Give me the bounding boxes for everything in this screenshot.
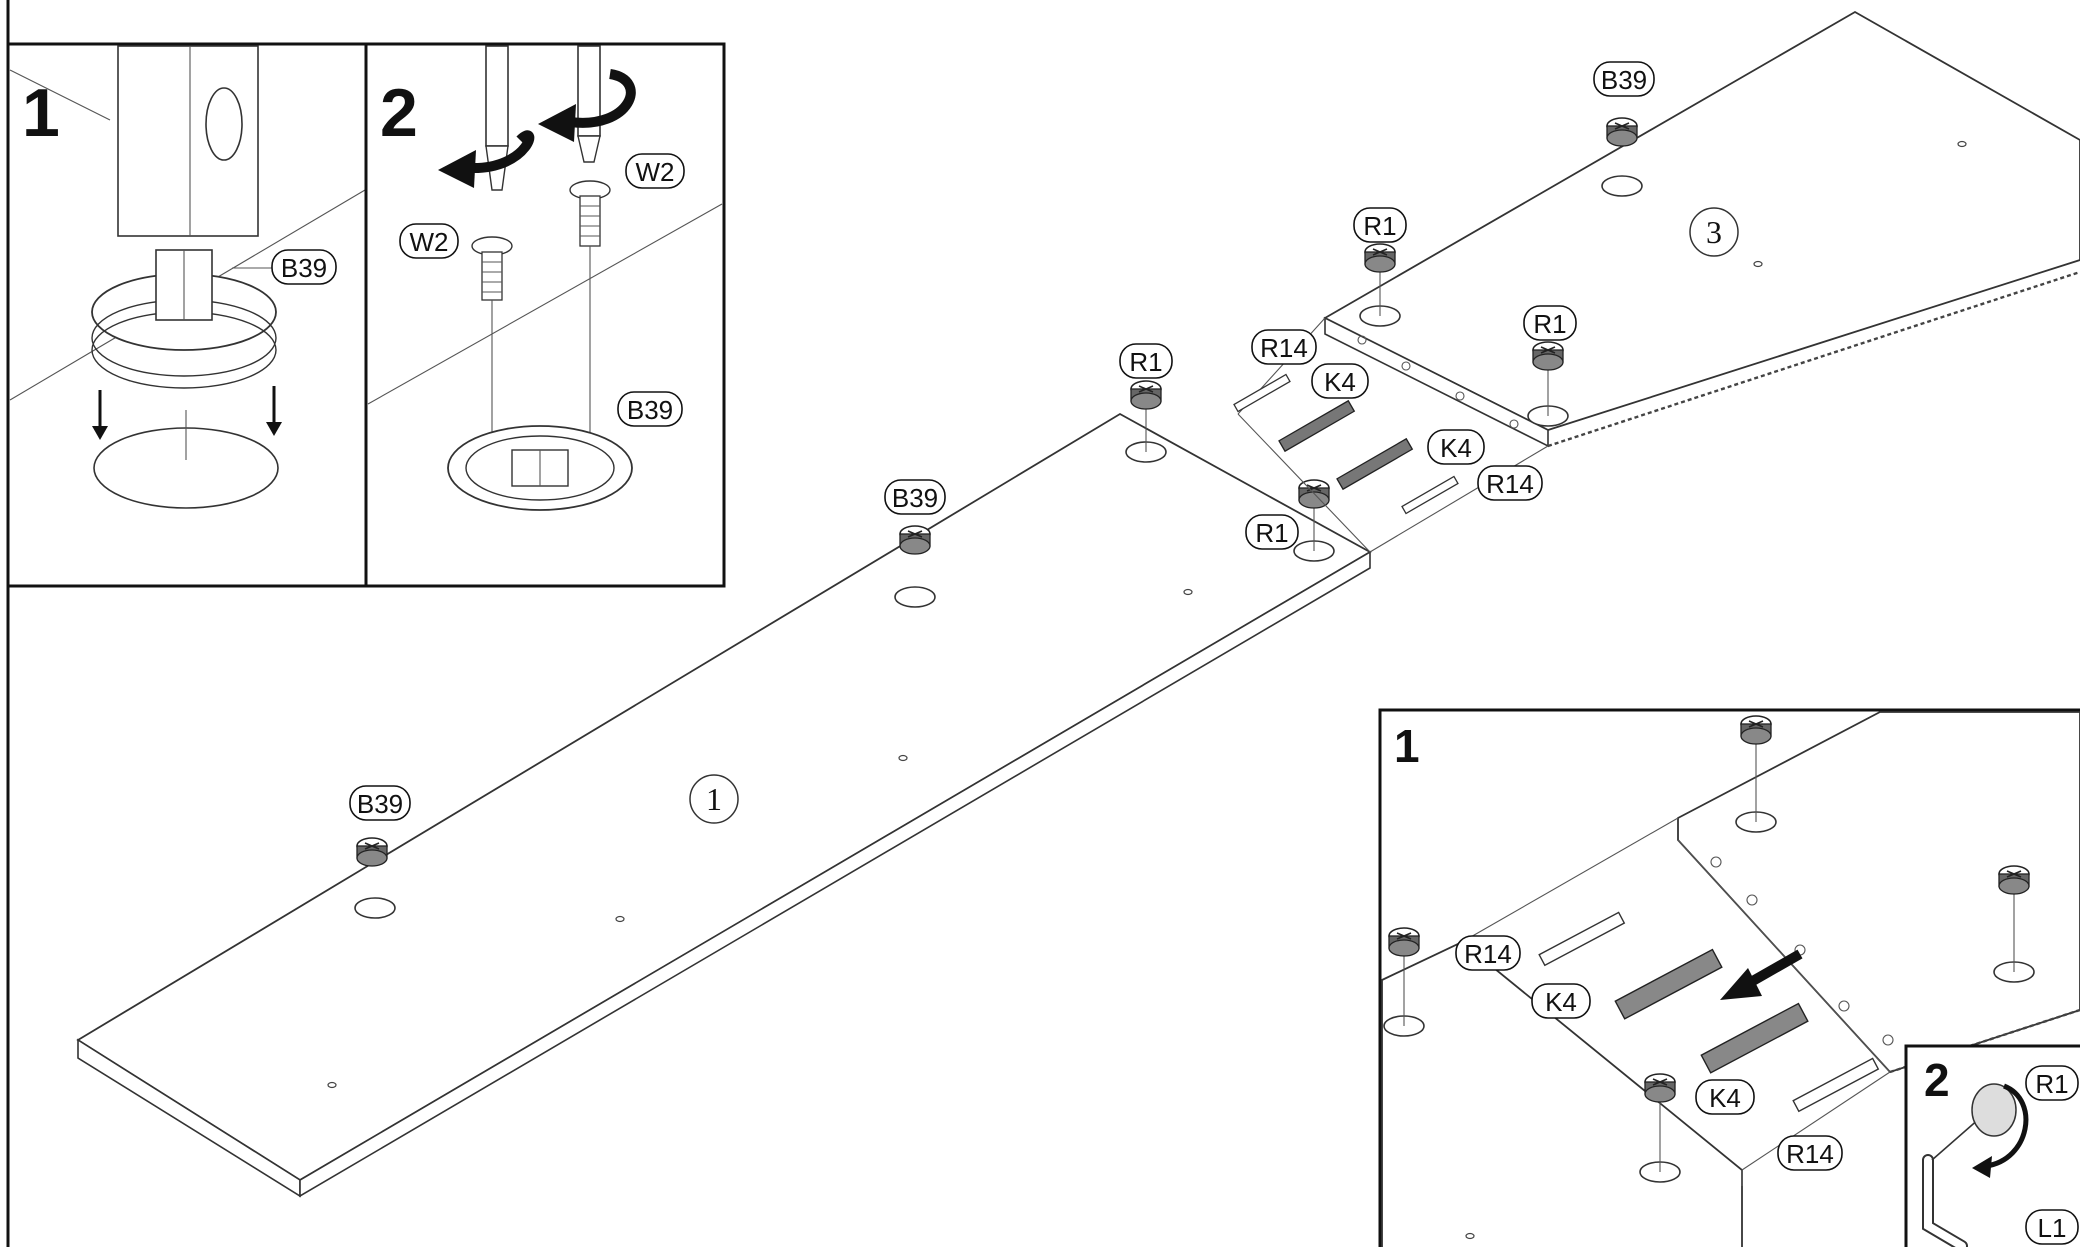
panel-number-1: 1 [706,781,722,817]
label-r1-center: R1 [1129,347,1162,377]
inset-detail-step-2: 2 R1 L1 [1904,1044,2080,1247]
label-r14-bottom: R14 [1786,1139,1834,1169]
label-r14-right: R14 [1486,469,1534,499]
label-b39-mid: B39 [892,483,938,513]
step-number: 2 [1924,1054,1950,1106]
label-w2-left: W2 [410,227,449,257]
inset-step-1: 1 B39 [6,42,368,588]
main-panel-3: 3 [1323,10,2080,448]
panel-number-3: 3 [1706,214,1722,250]
cam-lock-b39-left [356,837,388,867]
step-number: 2 [380,75,418,151]
main-connectors [1130,243,1564,553]
cam-lock-b39-mid [899,525,931,555]
label-r14-top: R14 [1464,939,1512,969]
label-k4-top: K4 [1324,367,1356,397]
step-number: 1 [22,75,60,151]
label-k4-bottom: K4 [1709,1083,1741,1113]
label-b39: B39 [627,395,673,425]
label-l1: L1 [2038,1213,2067,1243]
label-r1-right: R1 [1533,309,1566,339]
label-k4-top: K4 [1545,987,1577,1017]
main-labels: B39 B39 B39 R1 R1 R1 R1 R14 R14 K4 K4 [349,61,1655,821]
label-w2-right: W2 [636,157,675,187]
label-b39: B39 [281,253,327,283]
label-r14-top: R14 [1260,333,1308,363]
label-b39-top: B39 [1601,65,1647,95]
inset-step-2: 2 W2 W2 B39 [364,42,726,588]
step-number: 1 [1394,720,1420,772]
label-b39-left: B39 [357,789,403,819]
label-r1-lower: R1 [1255,518,1288,548]
label-r1-top: R1 [1363,211,1396,241]
main-panel-1: 1 [76,412,1372,1198]
inset-detail-step-1: 1 R14 K4 K4 R14 [1378,708,2080,1247]
label-r1: R1 [2035,1069,2068,1099]
cam-lock-b39-top [1606,117,1638,147]
label-k4-right: K4 [1440,433,1472,463]
